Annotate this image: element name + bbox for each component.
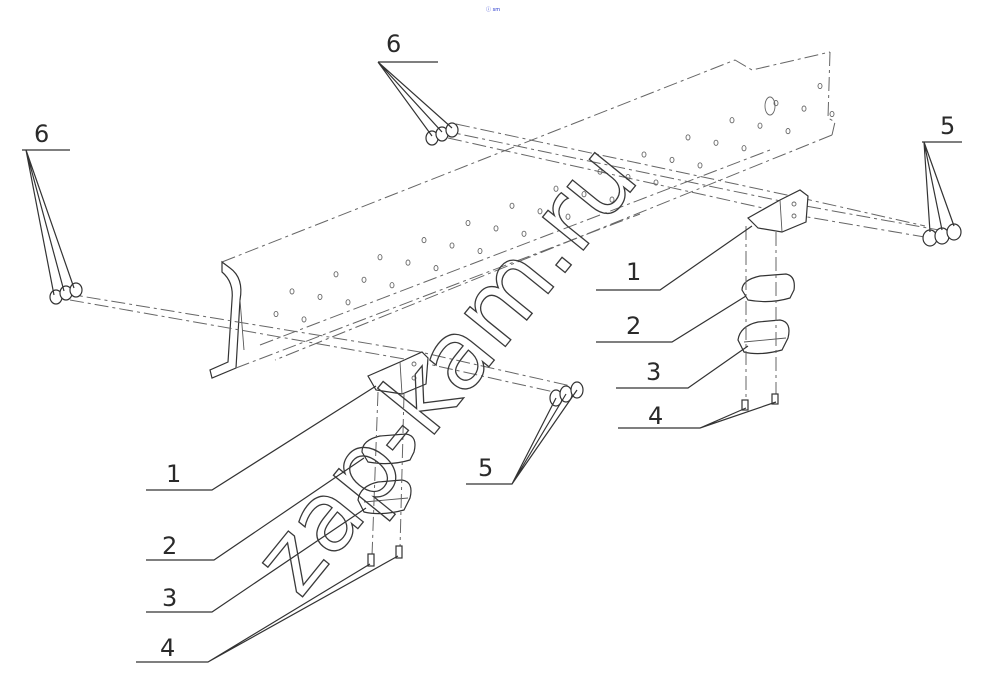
frame-hole	[641, 151, 647, 158]
frame-hole	[493, 225, 499, 232]
frame-hole	[625, 173, 631, 181]
frame-hole	[449, 242, 455, 249]
frame-hole	[361, 276, 367, 283]
callout-4-right: 4	[648, 402, 663, 430]
frame-hole	[405, 259, 411, 266]
callout-1-right: 1	[626, 258, 641, 286]
callout-3-left: 3	[162, 584, 177, 612]
frame-hole	[829, 110, 835, 118]
callout-numbers: 6 6 5 1 2 3 4 1 5 2 3 4	[34, 30, 955, 662]
frame-hole	[669, 156, 675, 163]
frame-hole	[465, 219, 471, 227]
frame-hole	[565, 213, 571, 220]
frame-hole	[801, 105, 807, 112]
frame-hole	[301, 316, 307, 323]
callout-4-left: 4	[160, 634, 175, 662]
frame-hole	[477, 247, 483, 255]
top-mark: ⓘ sm	[486, 6, 500, 13]
frame-hole	[581, 191, 587, 198]
frame-hole	[333, 271, 339, 278]
frame-hole	[377, 254, 383, 261]
frame-hole	[741, 145, 747, 152]
frame-hole	[729, 117, 735, 124]
frame-hole	[685, 134, 691, 141]
bolts-4-right	[741, 226, 779, 411]
frame-hole	[817, 82, 823, 90]
pad-2-right	[741, 273, 795, 303]
callout-5-left: 5	[478, 454, 493, 482]
frame-hole	[273, 310, 279, 318]
nut-set-5-right	[922, 223, 962, 247]
callout-1-left: 1	[166, 460, 181, 488]
frame-rail	[209, 51, 836, 379]
frame-hole	[421, 237, 427, 244]
watermark: zap-kam.ru	[231, 123, 659, 615]
frame-hole	[509, 202, 515, 209]
frame-hole	[757, 122, 763, 129]
callout-6-top: 6	[386, 30, 401, 58]
frame-hole	[697, 162, 703, 169]
nut-set-6-top	[425, 122, 459, 146]
callout-2-left: 2	[162, 532, 177, 560]
frame-hole	[653, 179, 659, 186]
frame-holes	[273, 82, 835, 323]
frame-hole	[389, 282, 395, 289]
frame-hole	[785, 128, 791, 135]
pad-2-left	[361, 433, 416, 465]
nut-set-5-left	[549, 381, 584, 407]
frame-hole	[553, 185, 559, 192]
callout-2-right: 2	[626, 312, 641, 340]
callout-leaders	[22, 61, 962, 663]
frame-hole	[521, 230, 527, 237]
frame-large-hole	[764, 96, 776, 116]
frame-hole	[345, 299, 351, 306]
bolts-4-left	[367, 391, 405, 567]
callout-6-left: 6	[34, 120, 49, 148]
frame-hole	[773, 100, 779, 107]
frame-hole	[289, 288, 295, 295]
pad-3-left	[357, 479, 412, 515]
frame-hole	[537, 208, 543, 215]
frame-hole	[433, 265, 439, 272]
frame-hole	[713, 139, 719, 146]
bracket-right	[747, 189, 809, 233]
frame-hole	[609, 196, 615, 203]
bracket-left	[367, 351, 429, 395]
callout-3-right: 3	[646, 358, 661, 386]
callout-5-right: 5	[940, 112, 955, 140]
frame-hole	[317, 293, 323, 300]
